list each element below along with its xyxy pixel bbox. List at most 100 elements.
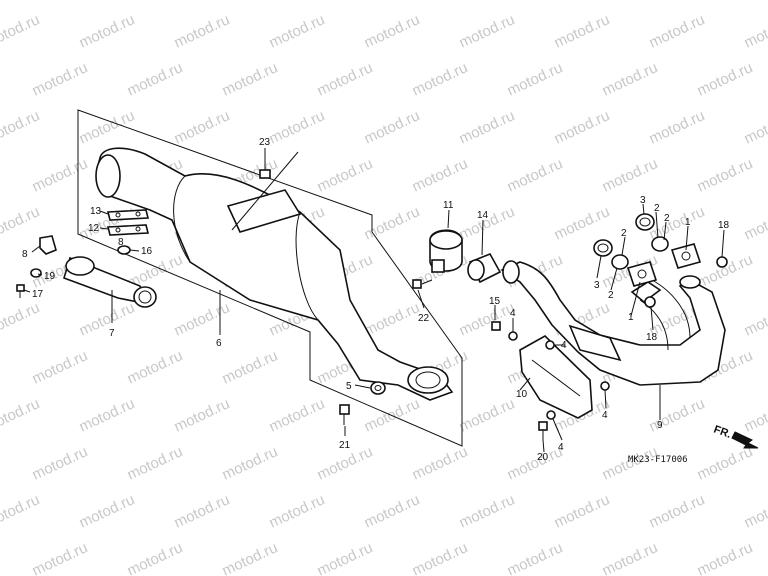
watermark-text: motod.ru: [457, 107, 518, 147]
watermark-text: motod.ru: [267, 107, 328, 147]
callout-23: 23: [259, 137, 271, 148]
callout-18-a: 18: [718, 220, 730, 231]
watermark-text: motod.ru: [220, 443, 281, 483]
watermark-text: motod.ru: [172, 107, 233, 147]
watermark-text: motod.ru: [742, 395, 768, 435]
watermark-text: motod.ru: [362, 203, 423, 243]
watermark-text: motod.ru: [125, 59, 186, 99]
watermark-text: motod.ru: [457, 491, 518, 531]
watermark-text: motod.ru: [410, 59, 471, 99]
watermark-text: motod.ru: [125, 443, 186, 483]
watermark-text: motod.ru: [77, 395, 138, 435]
watermark-text: motod.ru: [552, 203, 613, 243]
callout-2-c: 2: [654, 203, 660, 214]
callout-13: 13: [90, 206, 102, 217]
watermark-text: motod.ru: [77, 491, 138, 531]
washer-part-5: [370, 381, 386, 395]
watermark-text: motod.ru: [315, 59, 376, 99]
watermark-text: motod.ru: [695, 0, 756, 4]
watermark-text: motod.ru: [30, 539, 91, 576]
watermark-text: motod.ru: [552, 491, 613, 531]
watermark-text: motod.ru: [30, 0, 91, 4]
clamp-part-11: [429, 229, 463, 273]
watermark-text: motod.ru: [647, 107, 708, 147]
bolt-part-15: [491, 321, 501, 331]
bracket-part-12: [106, 224, 150, 236]
watermark-text: motod.ru: [742, 203, 768, 243]
callout-12: 12: [88, 223, 100, 234]
callout-1-a: 1: [628, 312, 634, 323]
watermark-text: motod.ru: [695, 443, 756, 483]
watermark-text: motod.ru: [125, 539, 186, 576]
watermark-text: motod.ru: [315, 539, 376, 576]
callout-1-b: 1: [685, 217, 691, 228]
gasket-ring-part-3: [593, 239, 613, 257]
watermark-text: motod.ru: [125, 0, 186, 4]
front-direction-indicator: FR.: [712, 424, 759, 449]
watermark-text: motod.ru: [77, 11, 138, 51]
callout-21: 21: [339, 440, 351, 451]
inner-pipe-part-7: [63, 256, 157, 308]
callout-10: 10: [516, 389, 528, 400]
watermark-text: motod.ru: [410, 0, 471, 4]
watermark-text: motod.ru: [505, 0, 566, 4]
watermark-text: motod.ru: [172, 299, 233, 339]
callout-4-b: 4: [561, 340, 567, 351]
collar-part-2: [611, 236, 669, 270]
watermark-text: motod.ru: [0, 107, 42, 147]
callout-4-c: 4: [558, 442, 564, 453]
watermark-text: motod.ru: [362, 299, 423, 339]
watermark-text: motod.ru: [172, 491, 233, 531]
watermark-text: motod.ru: [172, 11, 233, 51]
watermark-text: motod.ru: [362, 107, 423, 147]
watermark-text: motod.ru: [220, 347, 281, 387]
watermark-text: motod.ru: [552, 11, 613, 51]
watermark-text: motod.ru: [742, 491, 768, 531]
watermark-text: motod.ru: [30, 59, 91, 99]
watermark-text: motod.ru: [362, 11, 423, 51]
callout-17: 17: [32, 289, 44, 300]
callout-14: 14: [477, 210, 489, 221]
watermark-text: motod.ru: [362, 491, 423, 531]
callout-8-small: 8: [118, 237, 124, 248]
watermark-text: motod.ru: [647, 491, 708, 531]
watermark-text: motod.ru: [457, 299, 518, 339]
bolt-part-21: [339, 404, 350, 425]
bolt-part-22: [412, 279, 433, 289]
watermark-text: motod.ru: [505, 59, 566, 99]
front-label: FR.: [712, 424, 733, 441]
callout-8: 8: [22, 249, 28, 260]
watermark-text: motod.ru: [77, 299, 138, 339]
callout-2-b: 2: [621, 228, 627, 239]
callout-15: 15: [489, 296, 501, 307]
watermark-text: motod.ru: [457, 11, 518, 51]
watermark-text: motod.ru: [410, 539, 471, 576]
gasket-part-14: [467, 252, 502, 284]
callout-19: 19: [44, 271, 56, 282]
watermark-text: motod.ru: [220, 59, 281, 99]
watermark-text: motod.ru: [0, 491, 42, 531]
watermark-text: motod.ru: [742, 299, 768, 339]
watermark-text: motod.ru: [505, 443, 566, 483]
watermark-text: motod.ru: [695, 59, 756, 99]
watermark-text: motod.ru: [220, 539, 281, 576]
watermark-text: motod.ru: [600, 59, 661, 99]
leader-lines: [23, 148, 725, 453]
front-arrow-icon: [731, 431, 759, 449]
watermark-text: motod.ru: [267, 395, 328, 435]
watermark-text: motod.ru: [315, 155, 376, 195]
callout-4-a: 4: [510, 308, 516, 319]
callout-11: 11: [443, 200, 454, 211]
watermark-text: motod.ru: [410, 155, 471, 195]
watermark-text: motod.ru: [220, 0, 281, 4]
watermark-text: motod.ru: [742, 107, 768, 147]
exhaust-pipe-part-9: [500, 260, 726, 386]
watermark-text: motod.ru: [410, 443, 471, 483]
watermark-text: motod.ru: [600, 0, 661, 4]
watermark-text: motod.ru: [0, 395, 42, 435]
callout-6: 6: [216, 338, 222, 349]
watermark-text: motod.ru: [0, 11, 42, 51]
callout-2-d: 2: [664, 213, 670, 224]
watermark-text: motod.ru: [30, 347, 91, 387]
bolt-part-20: [538, 421, 548, 440]
